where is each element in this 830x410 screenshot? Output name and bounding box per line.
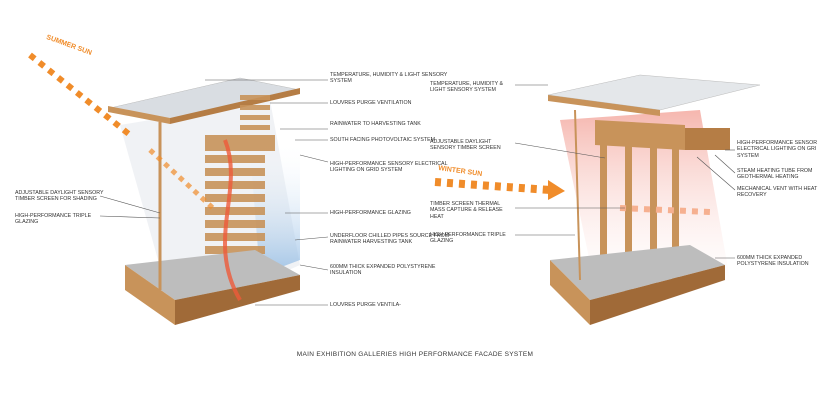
summer-facade-model (28, 52, 301, 325)
label-glazing: HIGH-PERFORMANCE GLAZING (330, 210, 411, 216)
label-insulation: 600mm THICK EXPANDED POLYSTYRENE INSULAT… (330, 264, 436, 277)
label-timber-screen-right: ADJUSTABLE DAYLIGHT SENSORY TIMBER SCREE… (430, 139, 501, 152)
label-thermal-mass: TIMBER SCREEN THERMAL MASS CAPTURE & REL… (430, 201, 503, 220)
label-louvres-purge-2: LOUVRES PURGE VENTILA- (330, 302, 401, 308)
diagram-caption: MAIN EXHIBITION GALLERIES HIGH PERFORMAN… (296, 351, 534, 358)
label-timber-screen: ADJUSTABLE DAYLIGHT SENSORY TIMBER SCREE… (15, 190, 104, 203)
label-rainwater: RAINWATER TO HARVESTING TANK (330, 121, 421, 127)
label-steam-heating: STEAM HEATING TUBE FROM GEOTHERMAL HEATI… (737, 168, 813, 181)
label-triple-glazing: HIGH-PERFORMANCE TRIPLE GLAZING (15, 213, 92, 226)
label-photovoltaic: SOUTH FACING PHOTOVOLTAIC SYSTEM (330, 137, 436, 143)
label-sensory-system-right: TEMPERATURE, HUMIDITY & LIGHT SENSORY SY… (430, 81, 504, 94)
winter-facade-model (434, 74, 761, 325)
label-triple-glazing-right: HIGH PERFORMANCE TRIPLE GLAZING (430, 232, 506, 245)
label-insulation-right: 600mm THICK EXPANDED POLYSTYRENE INSULAT… (737, 255, 809, 268)
label-sensory-system: TEMPERATURE, HUMIDITY & LIGHT SENSORY SY… (330, 72, 448, 85)
label-lighting: HIGH-PERFORMANCE SENSORY ELECTRICAL LIGH… (330, 161, 448, 174)
leader-lines (99, 79, 736, 306)
label-mechanical-vent: MECHANICAL VENT WITH HEAT RECOVERY (737, 186, 818, 199)
label-chilled-pipes: UNDERFLOOR CHILLED PIPES SOURCE FROM RAI… (330, 233, 450, 246)
label-louvres-purge: LOUVRES PURGE VENTILATION (330, 100, 412, 106)
label-lighting-right: HIGH-PERFORMANCE SENSOR ELECTRICAL LIGHT… (737, 140, 818, 159)
